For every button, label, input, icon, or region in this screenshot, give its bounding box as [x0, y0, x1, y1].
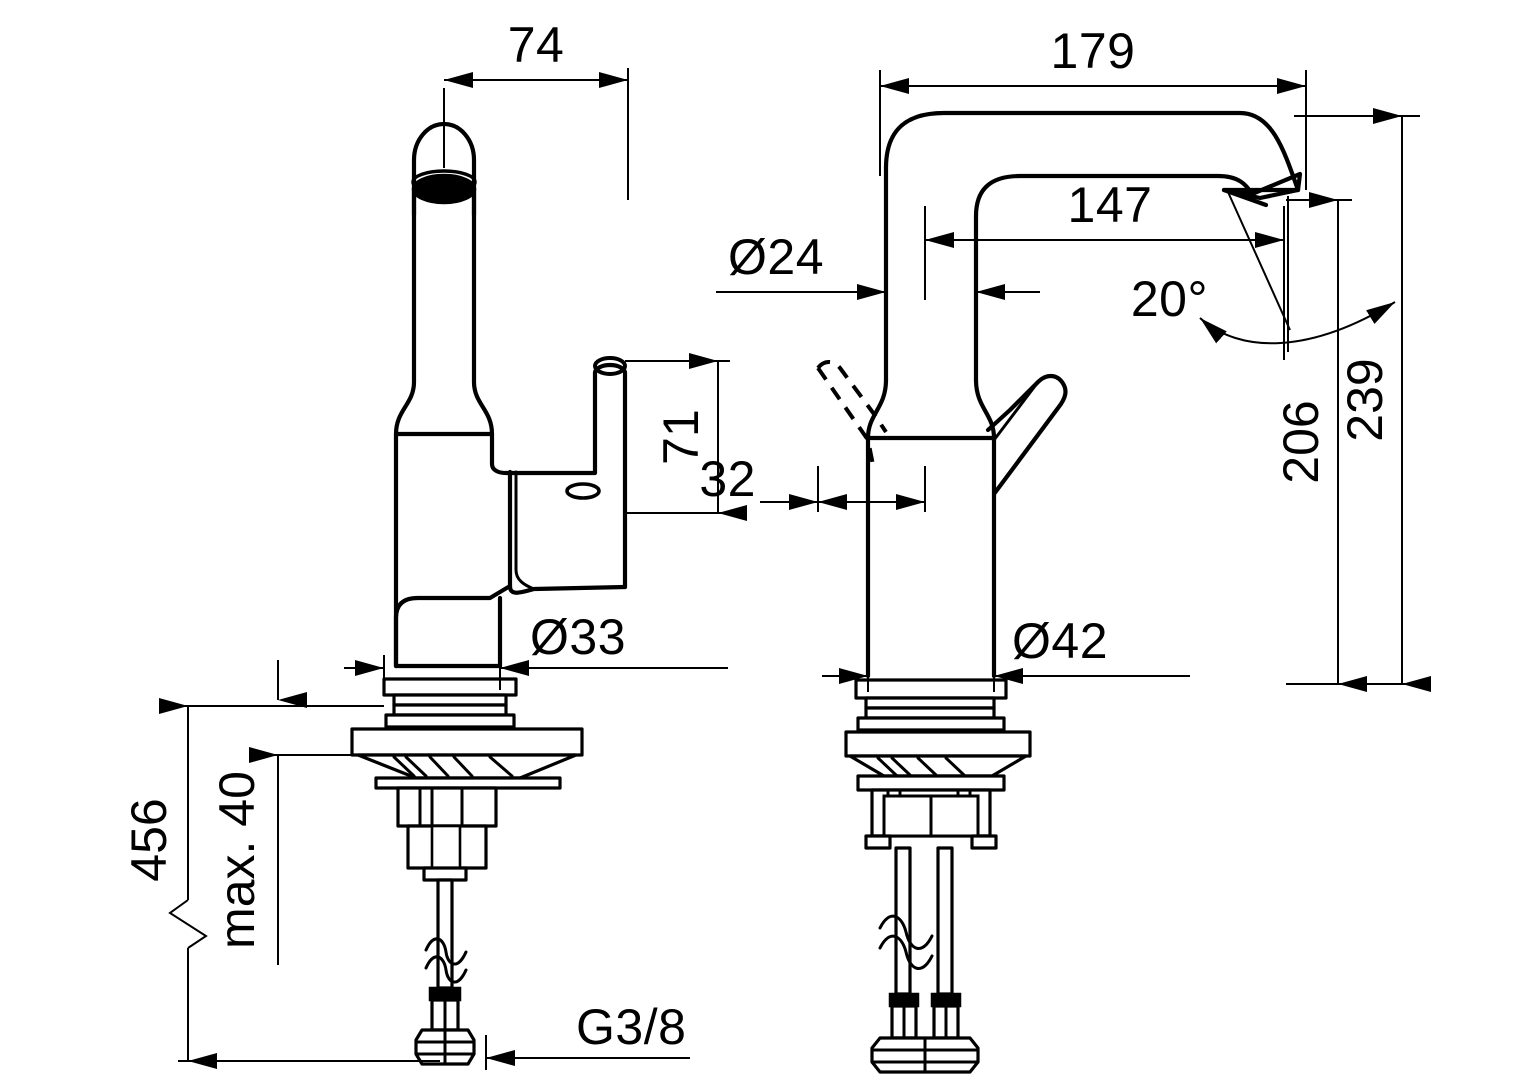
mount-washer-1: [382, 677, 518, 697]
front-view-geometry: [816, 110, 1303, 1074]
dim-label-max40: max. 40: [209, 771, 265, 949]
nut-foot-left: [864, 834, 892, 850]
pipe-break-symbol-2: [424, 955, 468, 984]
flange-hatch-4: [452, 755, 474, 778]
flange-hatch-front-1: [876, 756, 898, 777]
pipe-break-symbol: [424, 937, 468, 966]
flange-hatch-front-3: [916, 756, 938, 777]
body-left-profile: [393, 186, 417, 669]
dim-label-d42: Ø42: [1012, 613, 1108, 669]
ext-20deg-angle: [1227, 191, 1291, 331]
spout-outer-profile: [883, 110, 1301, 383]
shank-collar: [396, 786, 498, 828]
dim-label-71: 71: [653, 409, 709, 465]
flange-hatch-1: [392, 755, 416, 778]
aerator-rim: [411, 169, 477, 195]
dim-label-74: 74: [508, 17, 565, 73]
connector-ferrule-right: [930, 992, 962, 1008]
base-gasket-front: [856, 774, 1006, 792]
lever-handle-alternate-position: [816, 360, 888, 434]
nut-washer: [422, 866, 468, 882]
dim-label-179: 179: [1051, 23, 1136, 79]
outlet-face-edge: [1221, 187, 1269, 208]
spout-inner-profile: [973, 173, 1255, 383]
dim-label-206: 206: [1273, 400, 1329, 483]
base-flange-cone-front: [848, 754, 1028, 778]
lever-screw-hole: [565, 482, 601, 500]
flange-hatch-5: [488, 755, 514, 778]
lever-collar-inner-edge: [514, 470, 536, 591]
mount-washer-1-front: [854, 678, 1008, 700]
body-right-profile: [471, 186, 495, 467]
fixing-nut-inner: [430, 824, 462, 870]
lever-side-outline: [489, 370, 598, 476]
lower-body-outline: [393, 583, 513, 669]
lever-handle-fold: [992, 380, 1040, 442]
dim-label-456: 456: [121, 798, 177, 881]
base-flange-plate-front: [844, 730, 1032, 758]
lever-handle-alternate-edge: [816, 366, 876, 471]
lever-handle-front: [985, 373, 1068, 497]
flange-hatch-front-4: [944, 756, 966, 777]
connector-ferrule-left: [888, 992, 920, 1008]
mount-washer-4: [384, 713, 516, 729]
nut-foot-right: [970, 834, 998, 850]
dim-label-147: 147: [1068, 177, 1153, 233]
dim-label-g38: G3/8: [576, 999, 686, 1055]
pipe-break-symbol-front-2: [878, 934, 934, 970]
dimline-456-break: [168, 899, 208, 949]
flange-hatch-3: [428, 755, 450, 778]
dim-label-d33: Ø33: [530, 609, 626, 665]
dimline-20deg-arc: [1199, 301, 1396, 345]
dim-label-239: 239: [1337, 358, 1393, 441]
side-view-dimensions: 74 71 Ø33 456 max. 40 G3/8: [121, 17, 747, 1070]
dim-label-d24: Ø24: [728, 229, 824, 285]
flange-hatch-front-2: [890, 756, 912, 777]
base-flange-plate: [350, 727, 584, 757]
side-view-geometry: [350, 121, 628, 1066]
mount-washer-4-front: [856, 716, 1006, 732]
connector-ferrule: [428, 986, 462, 1002]
dim-label-32: 32: [699, 451, 756, 507]
lever-post-top: [593, 356, 627, 376]
mounting-assembly-front: [844, 678, 1032, 1074]
lever-post-outline: [592, 362, 628, 590]
dim-label-20deg: 20°: [1131, 271, 1208, 327]
base-flange-cone: [356, 753, 578, 780]
mounting-assembly-side: [350, 677, 584, 1066]
front-view-dimensions: 179 147 Ø24 32 20° 206 239: [699, 23, 1431, 692]
pipe-break-symbol-front-1: [878, 914, 934, 950]
outlet-face: [1221, 171, 1303, 197]
flange-hatch-2: [404, 755, 428, 778]
supply-pipe-right: [936, 846, 954, 996]
